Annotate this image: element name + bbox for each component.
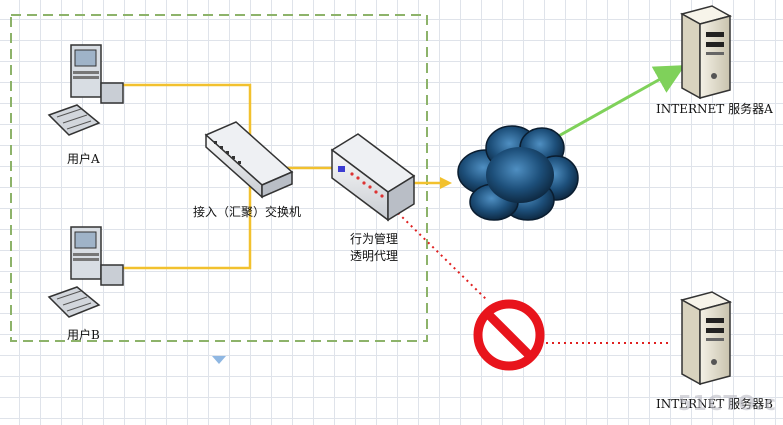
behavior-mgmt-label: 行为管理 (350, 232, 399, 246)
internet-cloud-icon (457, 125, 579, 221)
switch-label: 接入（汇聚）交换机 (193, 205, 302, 219)
desktop-computer-icon (47, 44, 124, 136)
blocked-link (397, 212, 489, 302)
transparent-proxy-label: 透明代理 (350, 249, 399, 263)
lan-links (120, 83, 440, 270)
server-icon (680, 5, 732, 100)
server-icon (680, 291, 732, 386)
user-b-label: 用户B (67, 328, 100, 342)
no-entry-icon (473, 299, 545, 371)
lan-boundary (10, 14, 428, 342)
proxy-appliance-icon (330, 133, 416, 222)
allowed-link (554, 65, 686, 140)
user-a-label: 用户A (67, 152, 100, 166)
desktop-computer-icon (47, 226, 124, 318)
server-b-label: INTERNET 服务器B (656, 397, 773, 411)
server-a-label: INTERNET 服务器A (656, 102, 773, 116)
arrow-icon (440, 177, 452, 189)
network-switch-icon (204, 121, 294, 199)
watermark: 51CTO.c (677, 391, 777, 415)
chevron-down-icon (212, 356, 226, 364)
